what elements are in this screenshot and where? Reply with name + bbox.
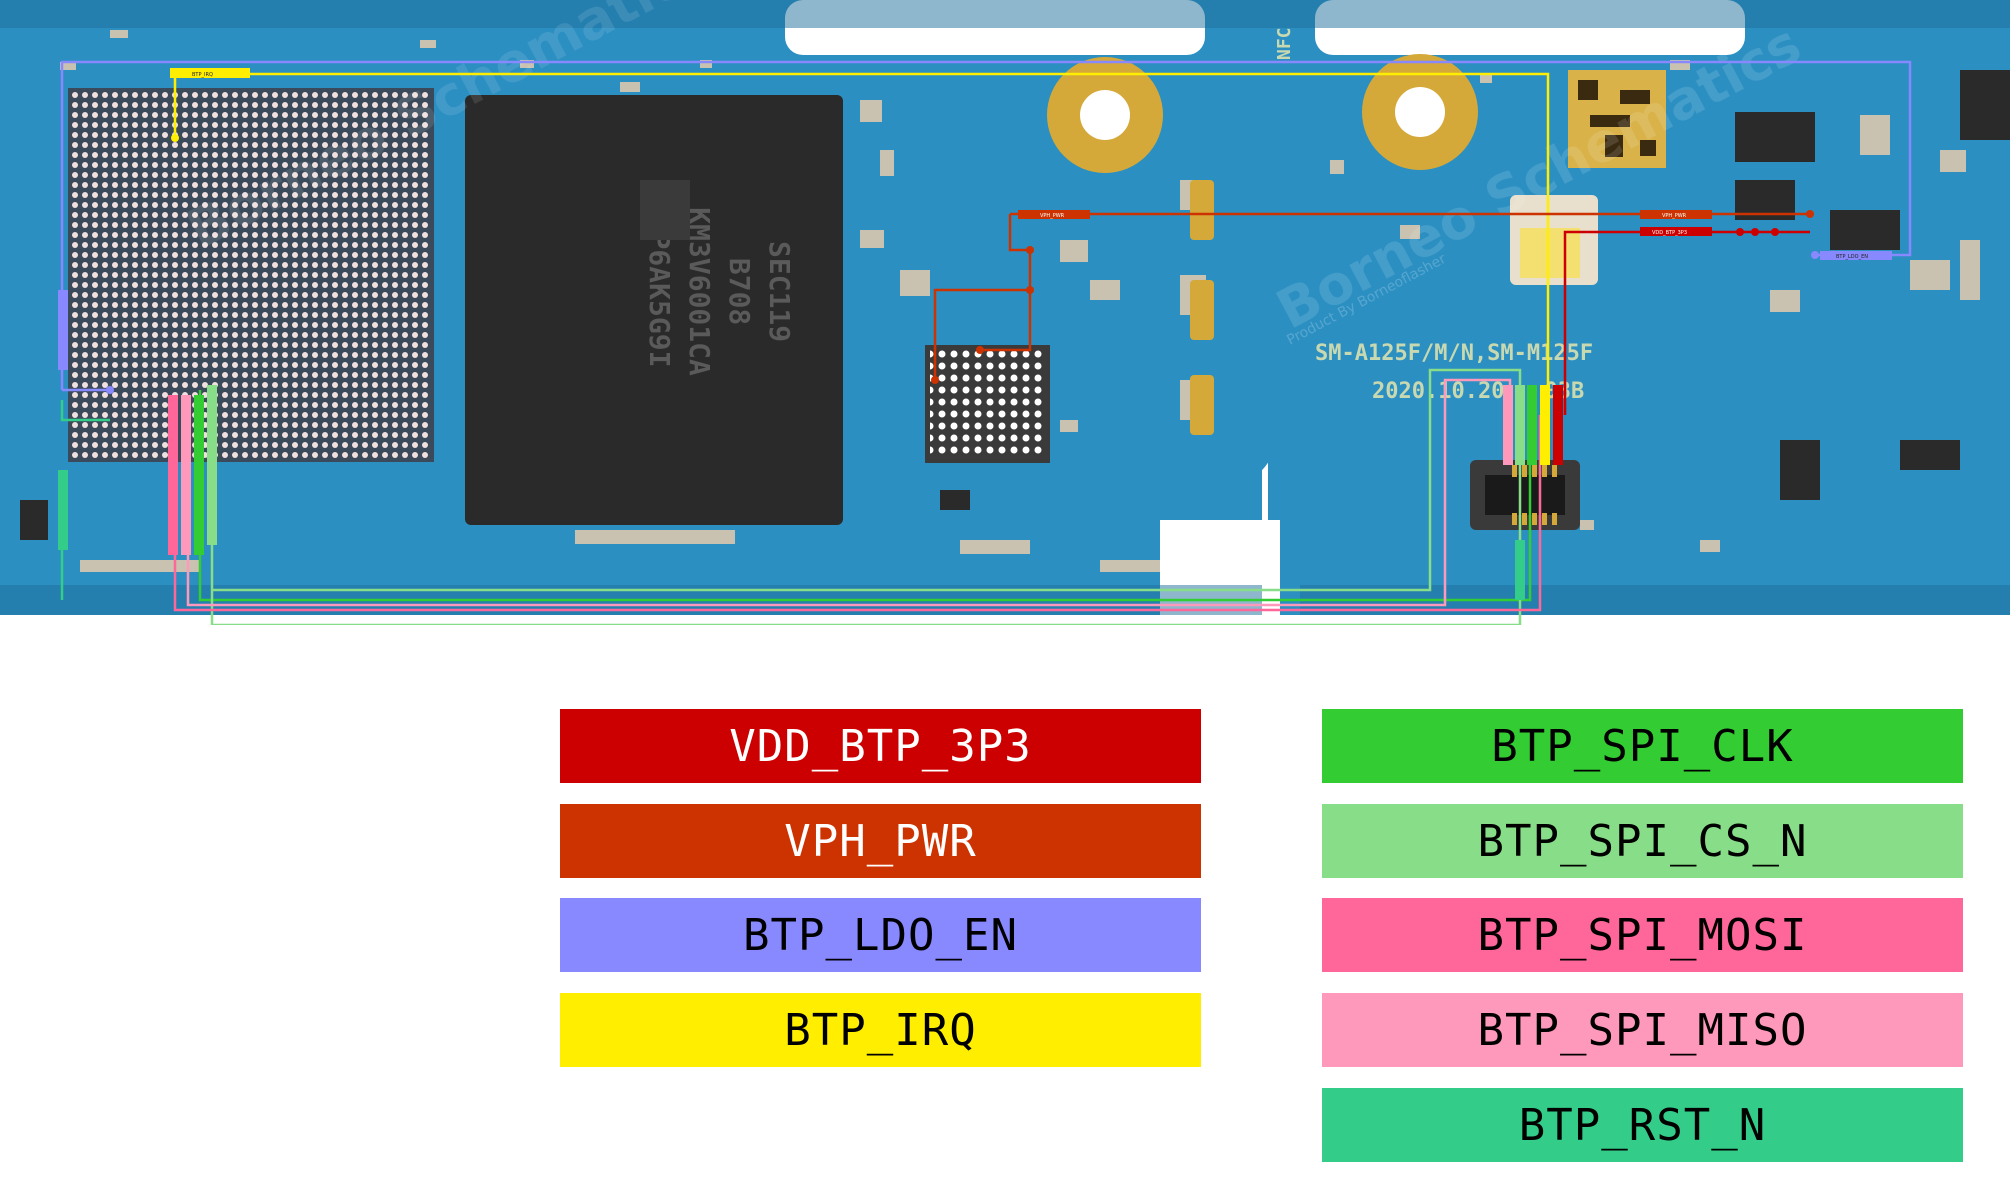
tag-btp-irq: BTP_IRQ <box>192 72 213 78</box>
tag-vph-pwr-left: VPH_PWR <box>1040 213 1065 219</box>
memory-chip: SEC119 B708 KM3V6001CA P6AK5G9I <box>465 95 843 525</box>
pcb-board-diagram: SEC119 B708 KM3V6001CA P6AK5G9I <box>0 0 2010 625</box>
board-model-text: SM-A125F/M/N,SM-M125F <box>1315 341 1593 366</box>
trace-btp-spi-cs-n <box>210 368 1522 625</box>
trace-btp-irq <box>173 72 1550 415</box>
tag-vdd-btp-3p3: VDD_BTP_3P3 <box>1652 230 1687 236</box>
trace-vdd-btp-3p3 <box>1563 230 1810 415</box>
legend-label: BTP_SPI_MOSI <box>1477 909 1808 961</box>
legend-label: BTP_SPI_CS_N <box>1477 815 1808 867</box>
mounting-hole-right <box>1362 54 1478 170</box>
legend-btp-spi-cs-n: BTP_SPI_CS_N <box>1322 804 1963 878</box>
tag-btp-ldo-en: BTP_LDO_EN <box>1836 254 1868 260</box>
tag-vph-pwr-right: VPH_PWR <box>1662 213 1687 219</box>
legend-label: VDD_BTP_3P3 <box>729 720 1032 772</box>
legend-btp-spi-clk: BTP_SPI_CLK <box>1322 709 1963 783</box>
legend-vph-pwr: VPH_PWR <box>560 804 1201 878</box>
fingerprint-connector <box>1470 460 1580 530</box>
legend-vdd-btp-3p3: VDD_BTP_3P3 <box>560 709 1201 783</box>
legend-btp-spi-mosi: BTP_SPI_MOSI <box>1322 898 1963 972</box>
legend-btp-ldo-en: BTP_LDO_EN <box>560 898 1201 972</box>
legend-label: BTP_SPI_CLK <box>1491 720 1794 772</box>
legend-label: BTP_SPI_MISO <box>1477 1004 1808 1056</box>
legend-btp-irq: BTP_IRQ <box>560 993 1201 1067</box>
legend-label: VPH_PWR <box>784 815 977 867</box>
trace-btp-rst-n <box>60 400 110 422</box>
legend-label: BTP_LDO_EN <box>743 909 1018 961</box>
legend-label: BTP_RST_N <box>1518 1099 1767 1151</box>
legend-label: BTP_IRQ <box>784 1004 977 1056</box>
legend-btp-spi-miso: BTP_SPI_MISO <box>1322 993 1963 1067</box>
mounting-hole-left <box>1047 57 1163 173</box>
pin-tags-connector <box>1503 385 1563 600</box>
qr-code <box>1568 70 1666 168</box>
legend-btp-rst-n: BTP_RST_N <box>1322 1088 1963 1162</box>
nfc-text: NFC <box>1274 27 1295 60</box>
pin-tags-left <box>58 68 250 555</box>
